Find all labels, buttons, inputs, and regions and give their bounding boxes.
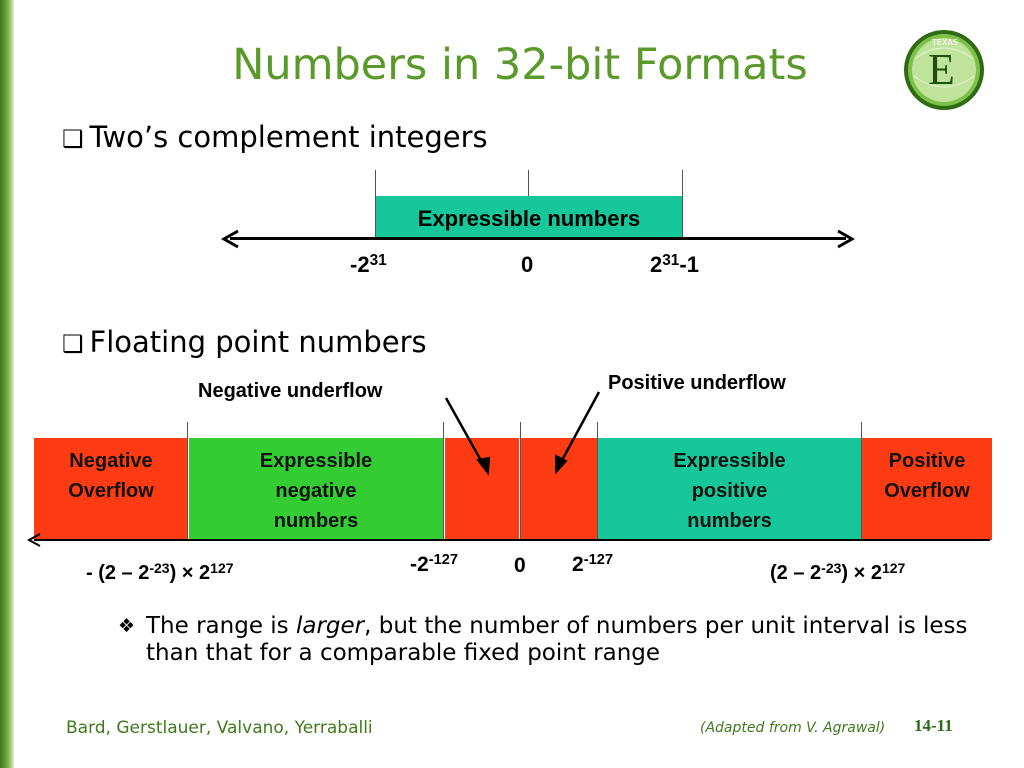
int-min-label: -231 [350,252,387,277]
positive-underflow-callout: Positive underflow [608,372,786,394]
logo-top-text: TEXAS [932,38,958,47]
section-floating-point: ❑Floating point numbers [62,325,427,359]
float-zero-line [520,422,521,540]
sub-bullet-diamond-icon: ❖ [118,615,136,637]
float-boundary-line [443,422,444,540]
float-pos-max-label: (2 – 2-23) × 2127 [770,559,906,584]
float-boundary-line [861,422,862,540]
footer-credit: (Adapted from V. Agrawal) [700,720,886,736]
emphasis-larger: larger [295,613,365,639]
int-zero-label: 0 [521,252,534,277]
logo-letter: E [928,45,955,94]
float-number-line [34,539,990,541]
float-neg-min-label: -2-127 [410,552,459,576]
checkbox-bullet-icon: ❑ [62,330,84,358]
int-number-line [230,237,846,240]
footer-authors: Bard, Gerstlauer, Valvano, Yerraballi [66,718,373,738]
float-boundary-line [187,422,188,540]
checkbox-bullet-icon: ❑ [62,125,84,153]
float-pos-min-label: 2-127 [572,552,614,576]
positive-underflow-region [521,438,597,540]
negative-underflow-callout: Negative underflow [198,380,383,402]
int-expressible-region [376,196,682,238]
negative-underflow-region [445,438,519,540]
left-accent-stripe [0,0,14,768]
int-right-bound-line [682,170,683,238]
int-left-arrowhead-icon [220,229,239,249]
range-note: The range is larger, but the number of n… [146,613,968,666]
float-zero-label: 0 [514,554,526,577]
float-neg-max-label: - (2 – 2-23) × 2127 [86,559,234,584]
float-left-arrowhead-icon [26,533,41,547]
int-max-label: 231-1 [650,252,699,277]
int-expressible-label: Expressible numbers [417,206,641,231]
slide-number: 14-11 [914,716,953,735]
section-two-complement: ❑Two’s complement integers [62,120,488,154]
int-left-bound-line [375,170,376,238]
section-label: Two’s complement integers [89,120,488,154]
float-boundary-line [597,422,598,540]
int-right-arrowhead-icon [837,229,856,249]
slide-title: Numbers in 32-bit Formats [232,40,808,90]
section-label: Floating point numbers [89,325,427,359]
texas-e-logo: TEXAS E [902,28,986,112]
